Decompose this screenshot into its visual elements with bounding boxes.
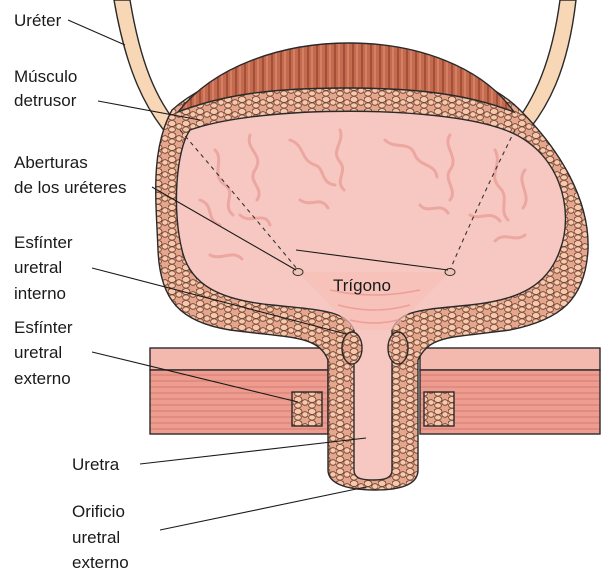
external-sphincter-right: [424, 392, 454, 426]
label-external-orifice-line1: Orificio: [72, 502, 125, 521]
label-ureter: Uréter: [14, 11, 62, 30]
label-trigone: Trígono: [333, 276, 391, 295]
label-openings-line1: Aberturas: [14, 153, 88, 172]
label-external-orifice-line3: externo: [72, 553, 129, 572]
label-external-sphincter-line3: externo: [14, 369, 71, 388]
label-detrusor-line1: Músculo: [14, 67, 77, 86]
label-external-sphincter-line1: Esfínter: [14, 318, 73, 337]
label-internal-sphincter-line2: uretral: [14, 258, 62, 277]
label-internal-sphincter-line3: interno: [14, 284, 66, 303]
external-sphincter-left: [292, 392, 322, 426]
internal-sphincter-left: [342, 332, 362, 364]
label-detrusor-line2: detrusor: [14, 91, 77, 110]
label-urethra: Uretra: [72, 455, 120, 474]
label-external-sphincter-line2: uretral: [14, 343, 62, 362]
label-internal-sphincter-line1: Esfínter: [14, 233, 73, 252]
internal-sphincter-right: [388, 332, 408, 364]
label-external-orifice-line2: uretral: [72, 528, 120, 547]
label-openings-line2: de los uréteres: [14, 178, 126, 197]
